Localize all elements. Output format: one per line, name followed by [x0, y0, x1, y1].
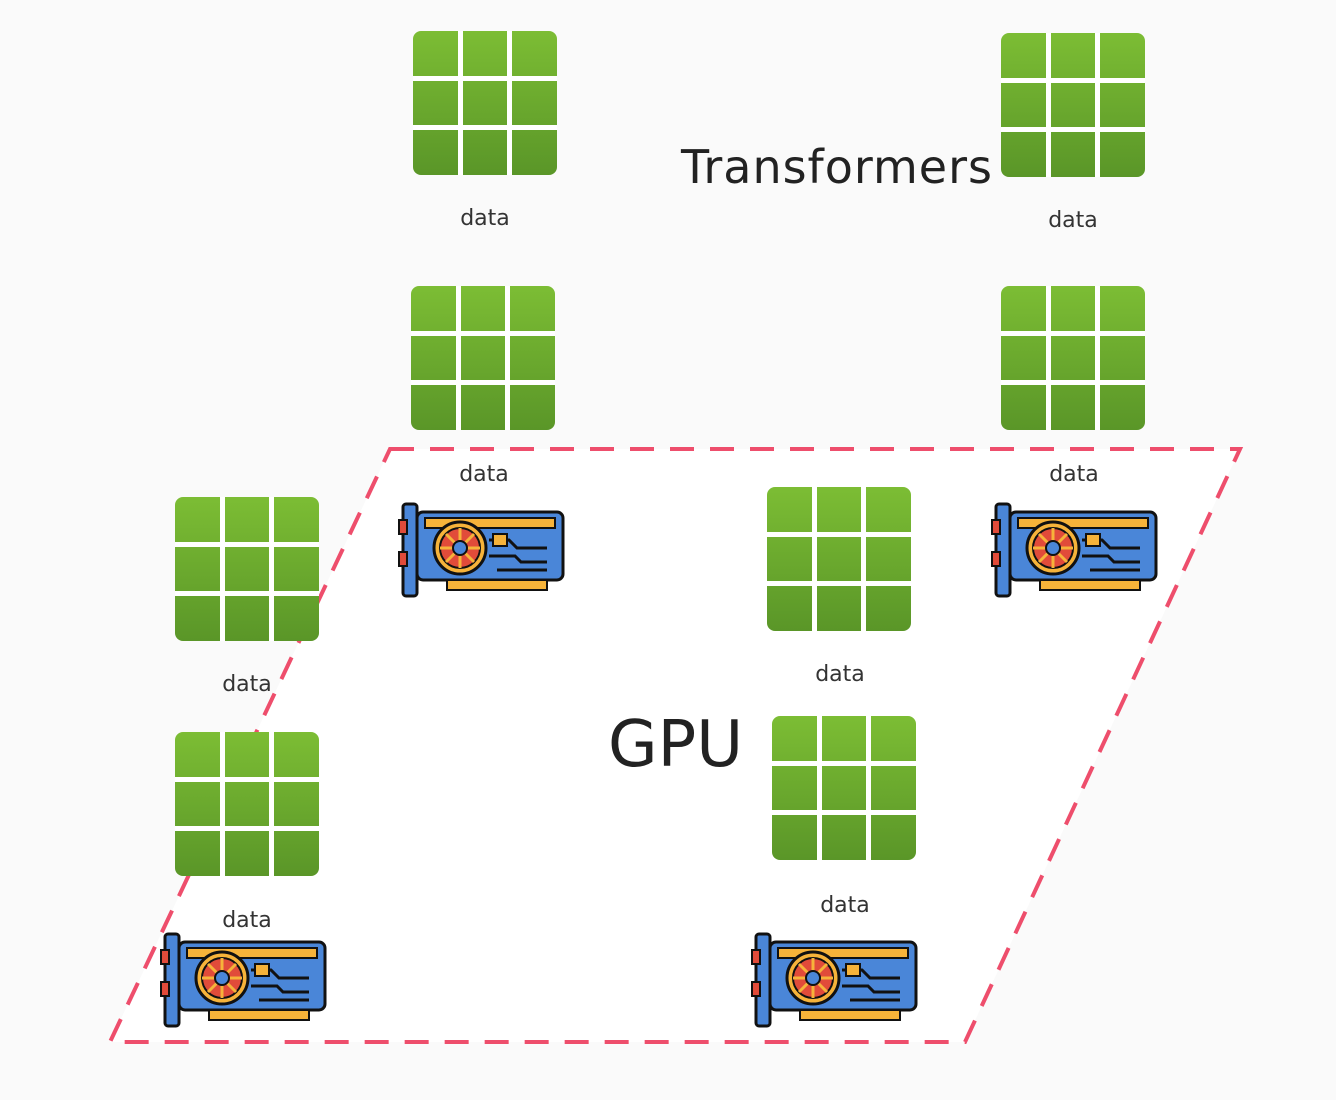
data-label: data — [460, 206, 510, 231]
diagram-title: Transformers — [681, 140, 993, 194]
data-label: data — [222, 672, 272, 697]
gpu-card-icon — [990, 502, 1158, 598]
data-label: data — [815, 662, 865, 687]
data-label: data — [459, 462, 509, 487]
data-grid-icon — [1001, 33, 1145, 177]
data-grid-icon — [767, 487, 911, 631]
data-grid-icon — [175, 732, 319, 876]
data-label: data — [222, 908, 272, 933]
data-grid-icon — [411, 286, 555, 430]
data-grid-icon — [413, 31, 557, 175]
data-grid-icon — [175, 497, 319, 641]
data-label: data — [1048, 208, 1098, 233]
data-label: data — [1049, 462, 1099, 487]
gpu-region-label: GPU — [608, 708, 744, 782]
data-grid-icon — [772, 716, 916, 860]
gpu-card-icon — [750, 932, 918, 1028]
data-grid-icon — [1001, 286, 1145, 430]
gpu-card-icon — [159, 932, 327, 1028]
data-label: data — [820, 893, 870, 918]
gpu-card-icon — [397, 502, 565, 598]
